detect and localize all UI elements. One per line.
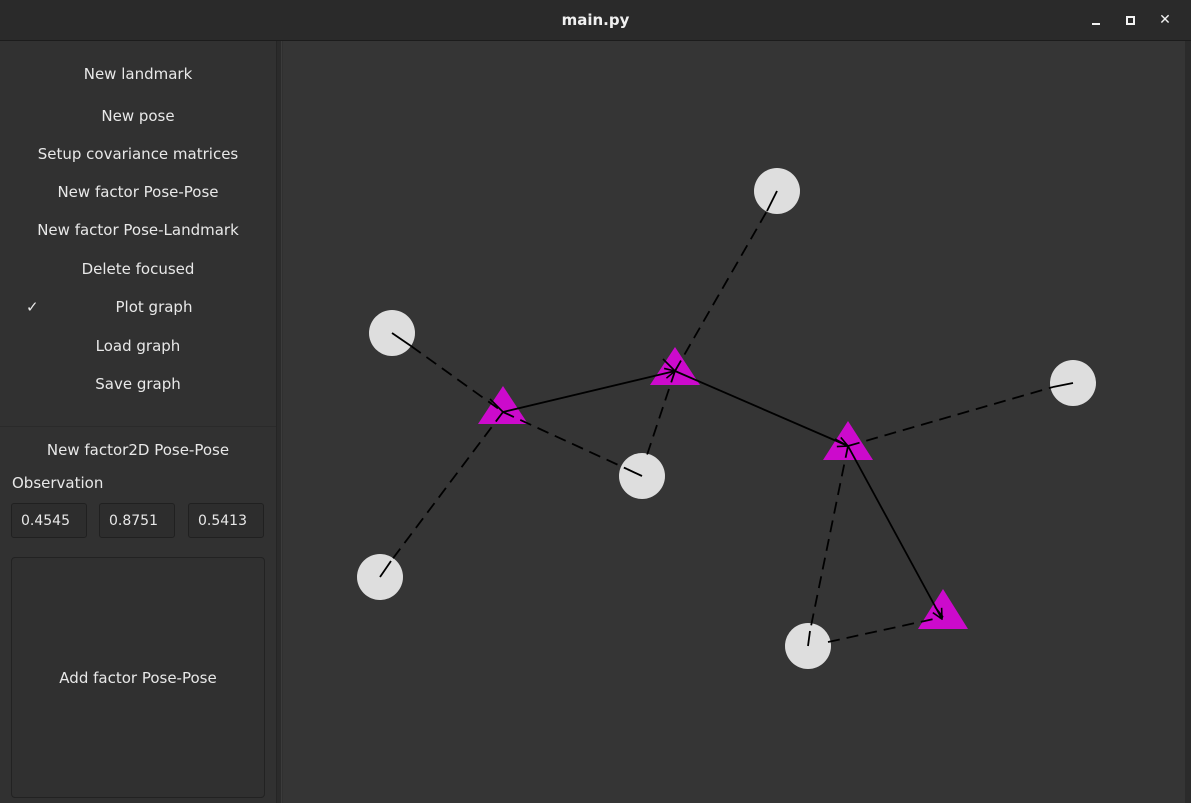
new-pose-button[interactable]: New pose [101,107,175,125]
divider [0,426,276,427]
observation-y-input[interactable] [99,503,175,538]
pose-landmark-factor [827,616,944,643]
landmark-heading-tick [391,332,412,347]
setup-covariance-button[interactable]: Setup covariance matrices [37,145,239,163]
title-bar: main.py ✕ [0,0,1191,41]
close-icon[interactable]: ✕ [1159,12,1171,28]
new-factor-pose-landmark-button[interactable]: New factor Pose-Landmark [37,221,239,239]
observation-theta-input[interactable] [188,503,264,538]
save-graph-button[interactable]: Save graph [95,375,181,393]
pose-landmark-factor [410,345,504,413]
minimize-icon[interactable] [1086,10,1106,30]
plot-graph-label: Plot graph [115,298,193,316]
landmark-heading-tick [626,468,643,477]
pose-node[interactable] [918,589,968,629]
graph-canvas[interactable] [283,41,1185,803]
pose-heading-tick [934,606,944,618]
landmark-heading-tick [379,560,392,578]
window-title: main.py [561,11,630,29]
pose-heading-tick [834,438,849,447]
window-border [1185,41,1191,803]
factor-panel-title: New factor2D Pose-Pose [46,441,230,459]
pose-pose-factor [674,370,848,446]
landmark-heading-tick [766,190,778,212]
pose-pose-factor [847,445,942,619]
pose-pose-factor [502,371,675,413]
new-factor-pose-pose-button[interactable]: New factor Pose-Pose [57,183,219,201]
checkmark-icon: ✓ [26,298,39,316]
pose-landmark-factor [390,411,504,562]
landmark-heading-tick [807,630,811,647]
plot-graph-toggle[interactable]: ✓ Plot graph [0,290,276,324]
pose-landmark-factor [644,370,676,462]
landmark-heading-tick [1052,382,1074,388]
pose-landmark-factor [809,445,849,632]
pose-heading-tick [489,398,504,413]
delete-focused-button[interactable]: Delete focused [81,260,195,278]
observation-x-input[interactable] [11,503,87,538]
pose-node[interactable] [823,421,873,460]
sidebar: New landmark New pose Setup covariance m… [0,41,276,803]
pose-heading-tick [662,358,676,372]
pose-landmark-factor [502,411,628,470]
add-factor-button[interactable]: Add factor Pose-Pose [11,557,265,798]
new-landmark-button[interactable]: New landmark [83,65,193,83]
pose-landmark-factor [674,210,768,372]
pose-landmark-factor [847,386,1054,447]
splitter-handle[interactable] [276,41,282,803]
observation-label: Observation [12,474,104,492]
maximize-icon[interactable] [1120,10,1140,30]
pose-node[interactable] [478,386,528,424]
load-graph-button[interactable]: Load graph [95,337,181,355]
graph-plot [357,168,1096,669]
